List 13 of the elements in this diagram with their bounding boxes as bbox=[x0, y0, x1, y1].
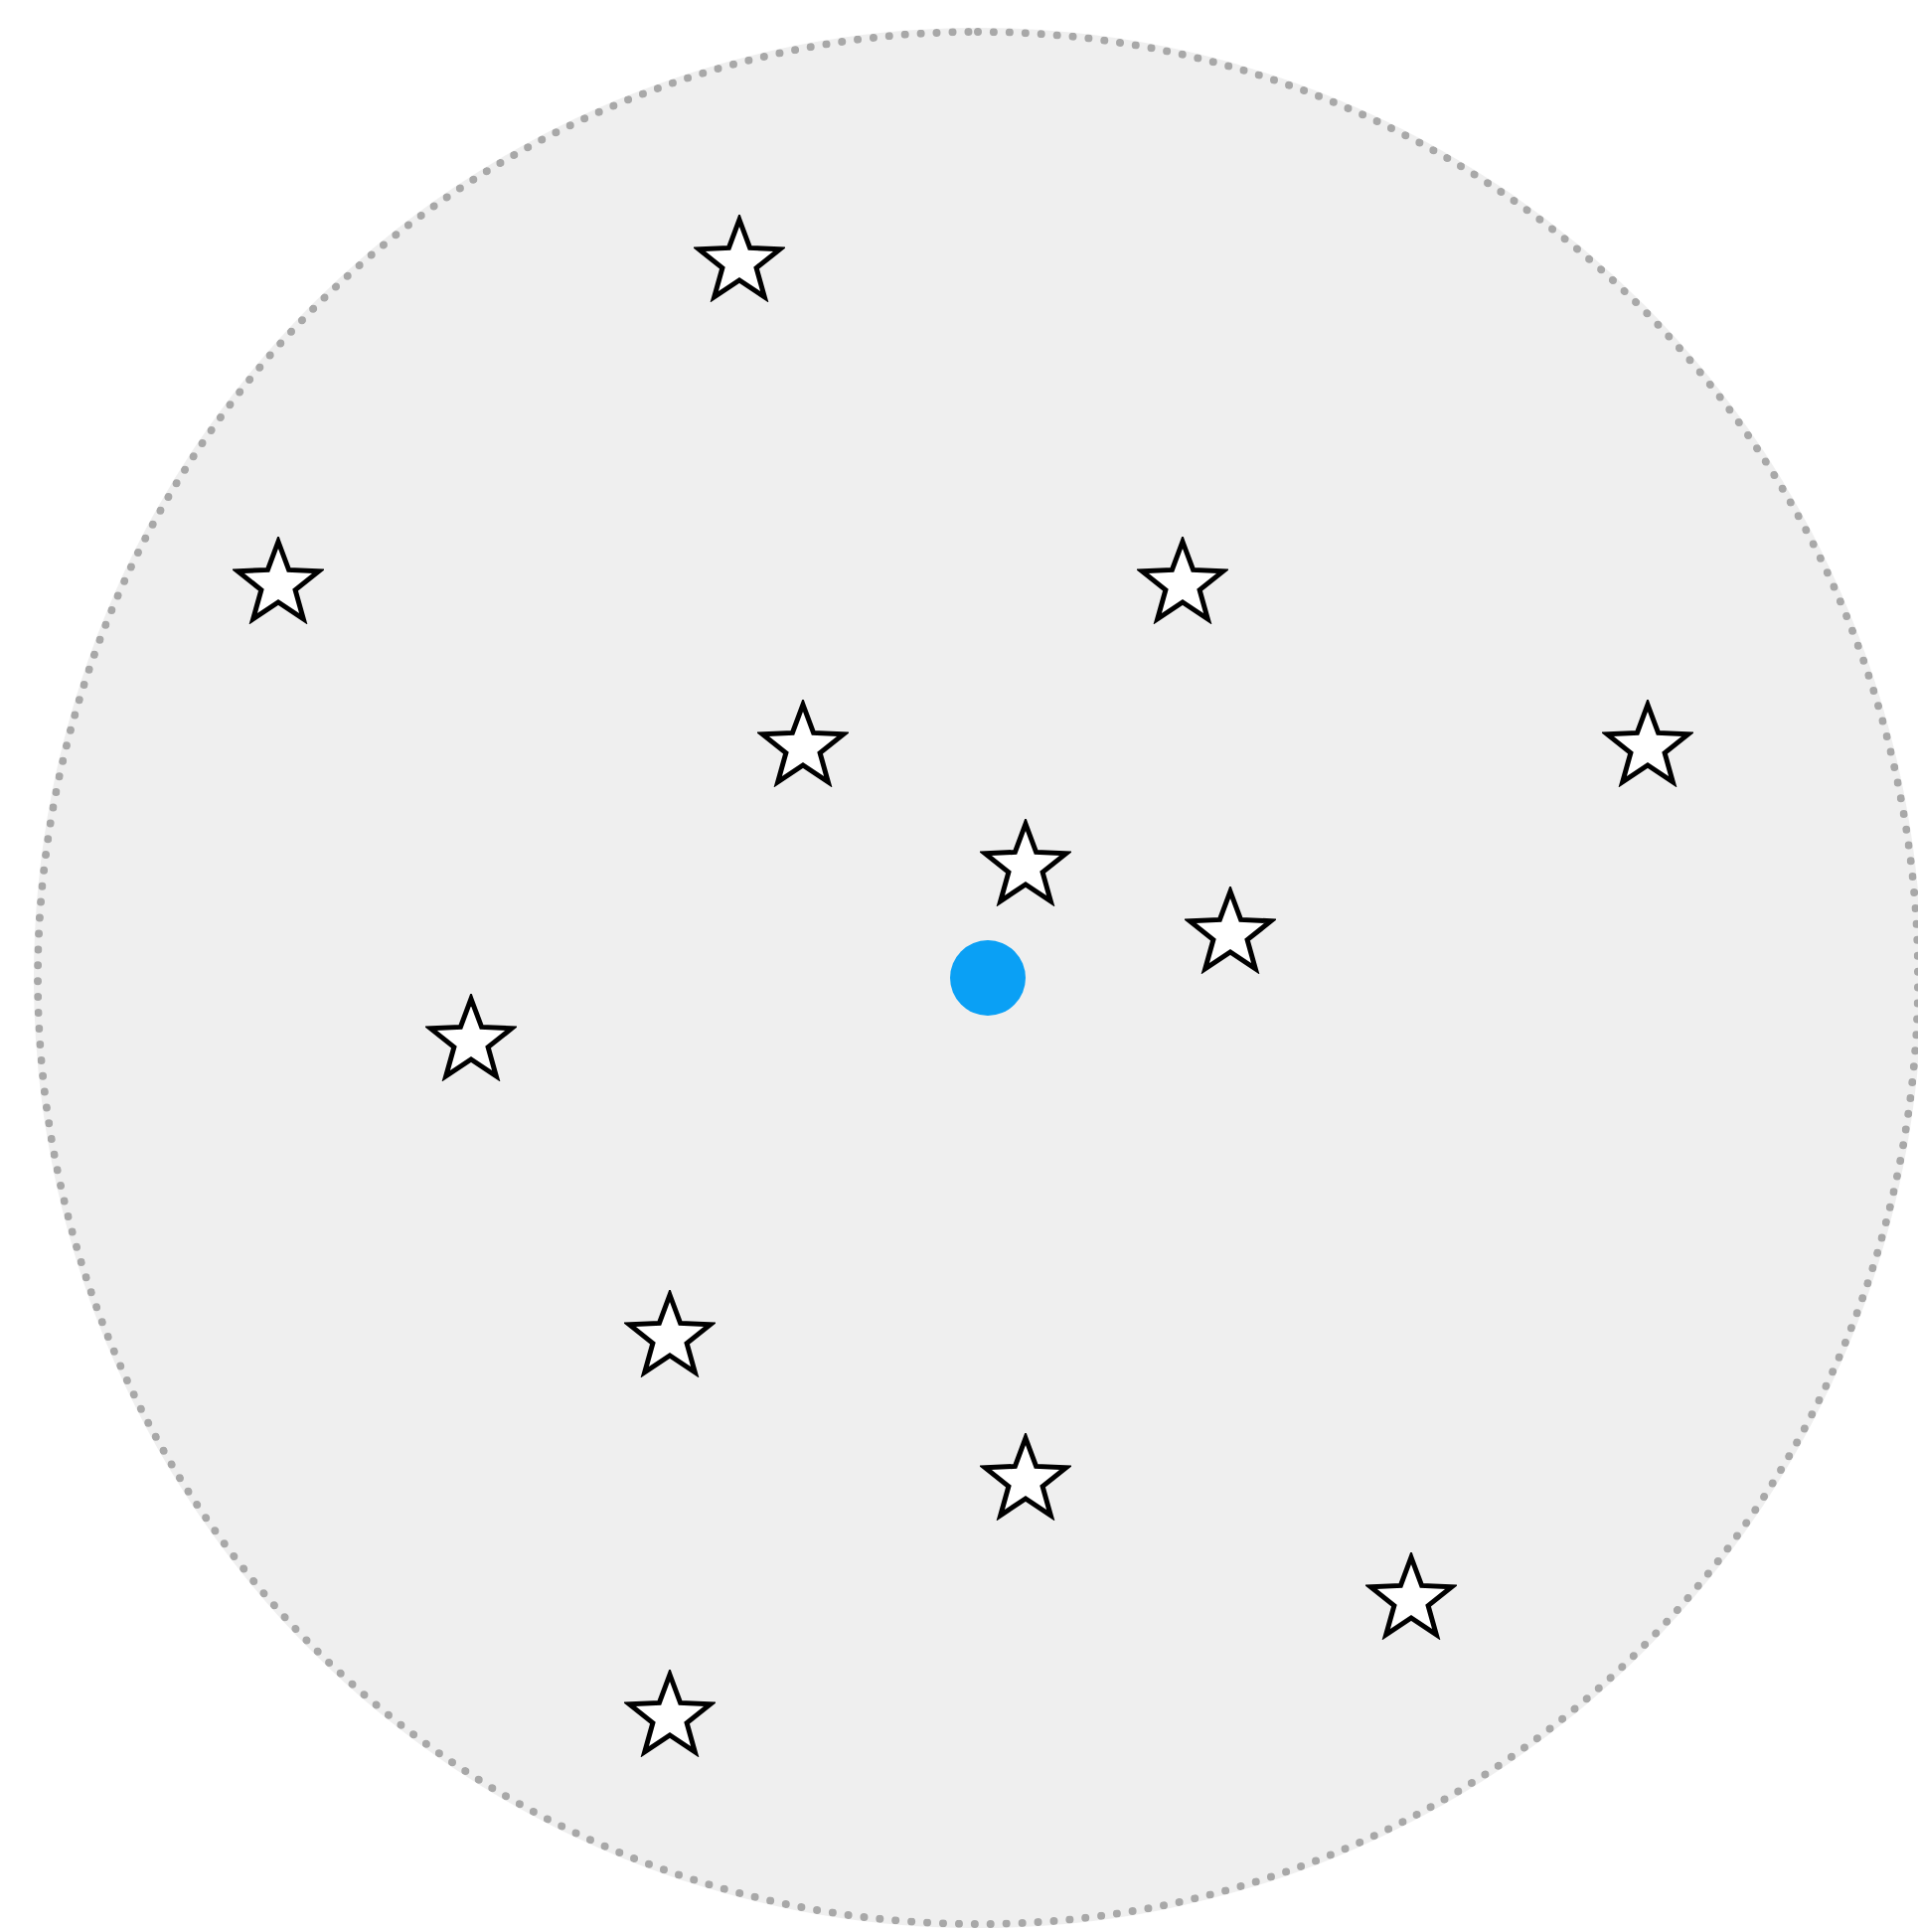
star-icon bbox=[425, 994, 517, 1081]
star-icon bbox=[757, 700, 849, 787]
star-icon bbox=[1365, 1552, 1457, 1640]
star-icon bbox=[1185, 886, 1276, 974]
star-icon bbox=[980, 1433, 1071, 1521]
star-icon bbox=[233, 537, 324, 624]
star-icon bbox=[624, 1670, 716, 1757]
star-icon bbox=[624, 1290, 716, 1377]
star-icon bbox=[1602, 700, 1693, 787]
star-icon bbox=[980, 819, 1071, 906]
dot-marker bbox=[950, 940, 1026, 1016]
star-icon bbox=[694, 215, 785, 302]
star-icon bbox=[1137, 537, 1228, 624]
